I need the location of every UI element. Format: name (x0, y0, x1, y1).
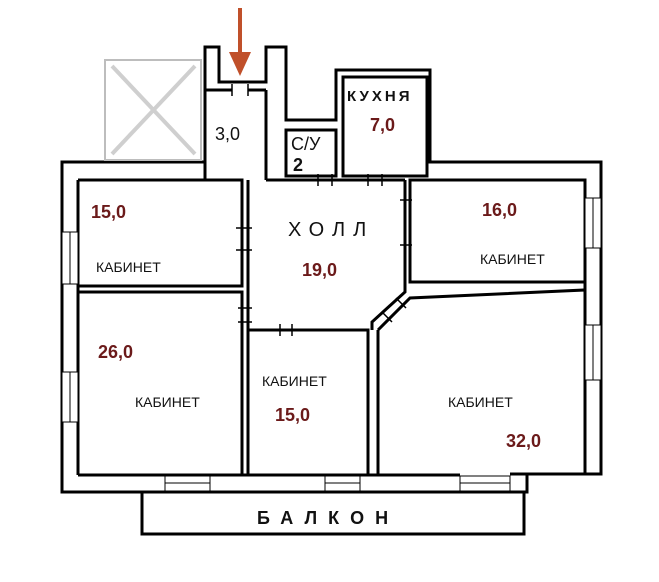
office-se-area: 32,0 (506, 431, 541, 451)
kitchen-area: 7,0 (370, 115, 395, 135)
office-sw-label: КАБИНЕТ (135, 394, 200, 410)
office-sw-area: 26,0 (98, 342, 133, 362)
balcony-label: БАЛКОН (257, 508, 399, 528)
hall-area: 19,0 (302, 260, 337, 280)
kitchen-label: КУХНЯ (347, 88, 412, 105)
bathroom-area: 2 (293, 155, 303, 175)
vestibule-area: 3,0 (215, 124, 240, 144)
entrance-arrow-icon (229, 8, 251, 76)
office-ne-area: 16,0 (482, 200, 517, 220)
ventilation-shaft-icon (104, 59, 202, 161)
office-ne-label: КАБИНЕТ (480, 251, 545, 267)
office-se-label: КАБИНЕТ (448, 394, 513, 410)
windows (61, 197, 602, 492)
hall-label: ХОЛЛ (288, 219, 374, 241)
bathroom-label: С/У (291, 134, 321, 154)
inner-walls (76, 75, 587, 477)
office-nw-area: 15,0 (91, 202, 126, 222)
office-s-label: КАБИНЕТ (262, 373, 327, 389)
office-s-area: 15,0 (275, 405, 310, 425)
doors (231, 84, 412, 336)
balcony (140, 490, 526, 536)
office-nw-label: КАБИНЕТ (96, 259, 161, 275)
